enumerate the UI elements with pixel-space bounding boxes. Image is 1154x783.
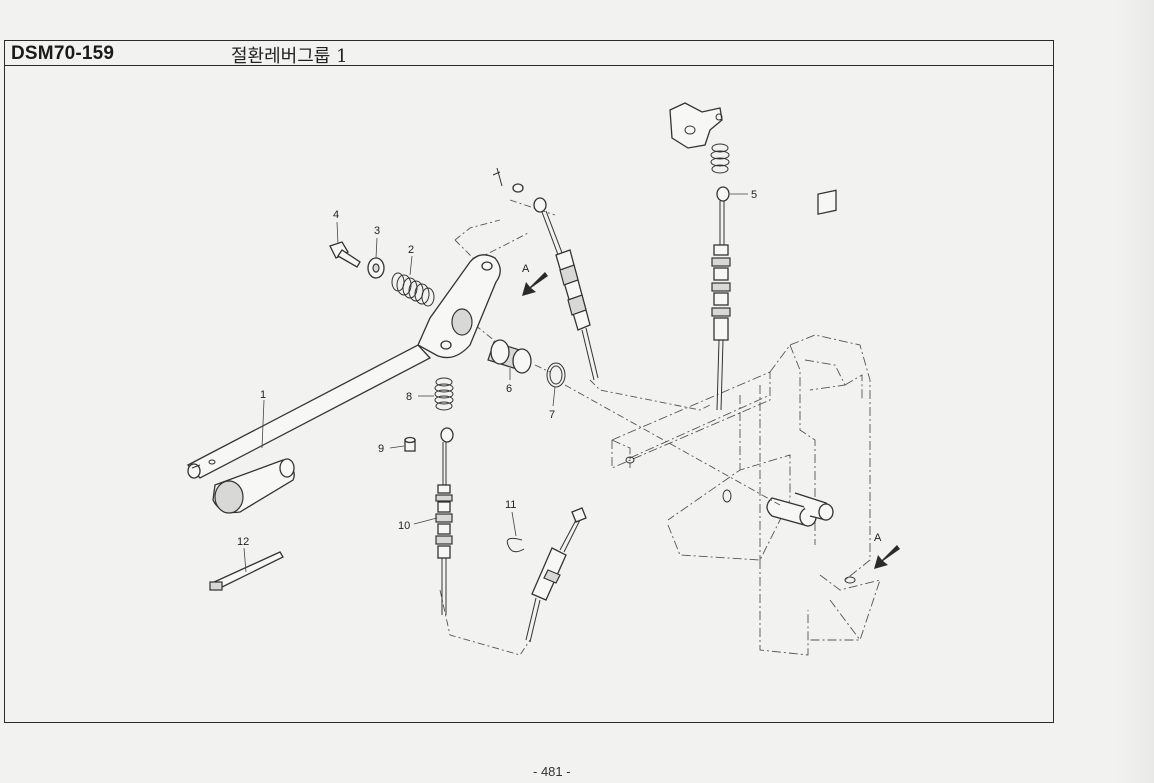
view-a-label-lower: A [874,532,882,544]
part-11-clip-cable [506,507,587,643]
diagram-frame: DSM70-159 절환레버그룹 1 [4,40,1054,723]
callout-10: 10 [398,520,410,532]
part-3-washer [367,257,385,279]
assembly-guidelines [439,199,781,656]
callout-4: 4 [333,209,339,221]
callout-12: 12 [237,536,249,548]
callout-8: 8 [406,391,412,403]
lever-knob [212,458,295,514]
view-a-label-upper: A [522,263,530,275]
part-2-spring [391,272,435,307]
view-a-arrow-lower [874,545,900,569]
part-8-spring [434,377,454,411]
title-bar: DSM70-159 절환레버그룹 1 [5,41,1053,67]
upper-left-cable [492,167,599,381]
callout-labels: 1 2 3 4 5 6 7 8 9 10 11 12 A A [237,189,882,548]
callout-3: 3 [374,225,380,237]
part-4-bolt [329,241,361,268]
model-number: DSM70-159 [11,43,115,64]
page-number: - 481 - [533,764,571,779]
leader-lines [243,193,748,573]
callout-5: 5 [751,189,757,201]
scan-edge [1114,0,1154,783]
part-5-upper-cable [669,102,731,411]
frame-stud [766,492,834,527]
part-12-cable-tie [209,551,284,591]
view-a-arrow-upper [522,272,548,296]
part-9-collar [404,436,416,452]
callout-1: 1 [260,389,266,401]
callout-6: 6 [506,383,512,395]
callout-9: 9 [378,443,384,455]
callout-2: 2 [408,244,414,256]
machine-frame-phantom [611,189,881,656]
part-1-lever-arm [186,254,501,479]
callout-7: 7 [549,409,555,421]
part-7-ring [546,362,566,388]
group-title: 절환레버그룹 1 [231,46,348,67]
callout-11: 11 [505,499,516,511]
part-6-bushing [487,339,532,374]
part-10-cable [435,427,454,615]
